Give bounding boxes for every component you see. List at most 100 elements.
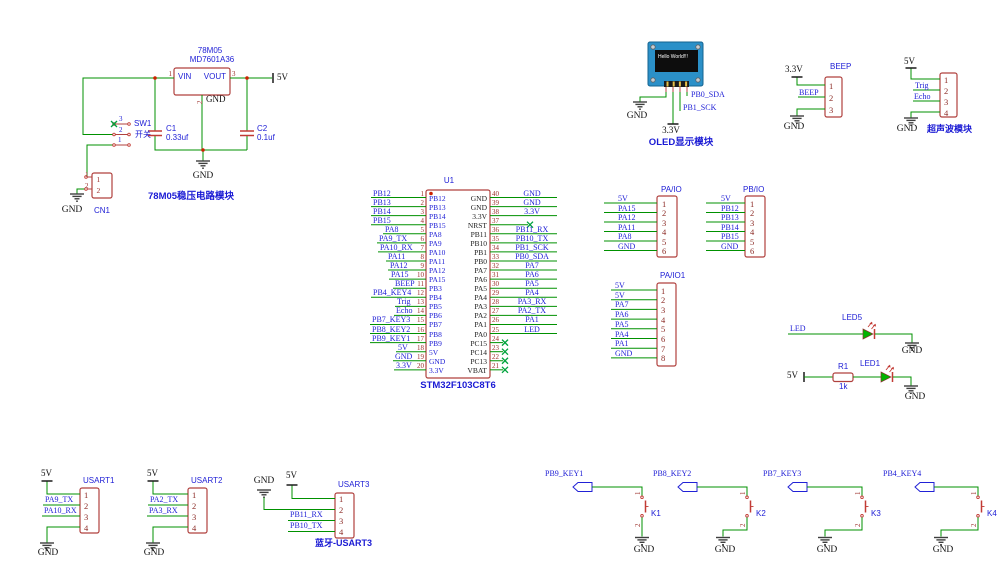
wire <box>152 481 188 495</box>
usart-title: USART1 <box>83 476 115 485</box>
net-label: Trig <box>915 81 929 90</box>
mcu-pin-name: PB14 <box>429 211 446 221</box>
screw-icon <box>695 44 701 50</box>
pin-end <box>745 495 749 500</box>
mcu-pin-name: PB12 <box>429 193 446 203</box>
pin-number: 1 <box>750 198 755 209</box>
net-label: BEEP <box>395 279 415 289</box>
mcu-body <box>425 189 491 379</box>
pin-number: 5 <box>420 225 425 234</box>
mcu-pin-name: PA15 <box>429 275 446 285</box>
mcu-part-number: STM32F103C8T6 <box>420 380 496 391</box>
wire <box>291 485 335 499</box>
net-label: PB14 <box>373 206 391 216</box>
net-label: PB10_TX <box>515 233 549 243</box>
regulator-pin-gnd: GND <box>206 94 226 104</box>
key-designator: K2 <box>756 509 766 518</box>
wire <box>722 517 748 537</box>
no-connect-x <box>526 221 534 229</box>
oled-screen-text: Hello World!!! <box>658 54 688 60</box>
pin-number: 6 <box>420 234 425 243</box>
pin-number: 2 <box>420 198 425 207</box>
net-label: PA2_TX <box>150 495 179 504</box>
mcu-pin-name: PC15 <box>470 338 487 348</box>
power-3v3-label: 3.3V <box>662 125 680 135</box>
mcu-pin-name: PB9 <box>429 338 442 348</box>
pin-number: 28 <box>492 298 499 307</box>
net-label: 5V <box>615 281 625 290</box>
pin-number: 5 <box>662 236 667 247</box>
net-label: 3.3V <box>396 360 412 370</box>
pin-number: 25 <box>492 325 499 334</box>
mcu-pin-name: 3.3V <box>429 365 444 375</box>
header-title: PA/IO1 <box>660 271 686 280</box>
pin-number: 2 <box>662 208 667 218</box>
net-label: PA3_RX <box>517 297 547 307</box>
pin-number: 3 <box>662 217 667 228</box>
pin-end <box>84 187 88 191</box>
ultrasonic-connector <box>939 72 958 118</box>
pin-number: 24 <box>492 334 499 343</box>
led5-designator: LED5 <box>842 313 863 322</box>
gnd-label: GND <box>896 124 918 134</box>
wire <box>263 497 335 510</box>
beep-title: BEEP <box>830 62 852 71</box>
mcu-pin-name: PB6 <box>429 311 442 321</box>
wire <box>76 188 86 194</box>
screw-icon <box>695 77 701 83</box>
net-label: GND <box>618 241 636 251</box>
pin-end <box>745 514 749 518</box>
oled-screen <box>655 50 698 72</box>
net-label: LED <box>790 324 806 333</box>
net-label: PB13 <box>721 213 739 222</box>
pin-end <box>127 122 131 126</box>
regulator-part-number: MD7601A36 <box>189 55 235 64</box>
pin-number: 2 <box>84 500 89 511</box>
gnd-label: GND <box>192 171 214 181</box>
junction-dot <box>201 148 205 152</box>
pin-end <box>860 514 864 518</box>
wire <box>824 517 863 537</box>
net-label: GND <box>523 197 541 207</box>
net-label: PB4_KEY4 <box>373 288 412 298</box>
pin-number: 3 <box>661 304 666 315</box>
regulator-caption: 78M05稳压电路模块 <box>148 191 235 202</box>
gnd-label: GND <box>633 545 655 555</box>
net-label: PA3_RX <box>149 506 178 515</box>
port-icon <box>677 482 698 492</box>
power-3v3-label: 3.3V <box>785 64 803 74</box>
pin-number: 4 <box>420 216 425 225</box>
net-label: PA7 <box>615 300 629 310</box>
pin-number: 4 <box>84 522 89 533</box>
pin-number: 34 <box>492 243 499 252</box>
wire <box>154 135 247 151</box>
pin-number: 2 <box>634 523 642 528</box>
pin-number: 3 <box>829 104 834 115</box>
net-label: PA5 <box>525 279 539 289</box>
net-label: LED <box>524 324 540 334</box>
mcu-pin-name: PB1 <box>474 247 487 257</box>
wire <box>82 77 155 135</box>
gnd-label: GND <box>932 545 954 555</box>
net-label: PA9_TX <box>379 233 408 243</box>
net-label: PA10_RX <box>44 506 77 515</box>
wire <box>875 333 913 343</box>
pin-number: 8 <box>661 353 666 364</box>
pin-end <box>976 514 980 518</box>
mcu-pin-name: 5V <box>429 347 439 357</box>
usart3-caption: 蓝牙-USART3 <box>315 538 373 548</box>
port-icon <box>914 482 935 492</box>
net-label: PB7_KEY3 <box>372 315 411 325</box>
pin-number: 2 <box>119 126 123 134</box>
pin-number: 4 <box>662 227 667 237</box>
junction-dot <box>245 76 249 80</box>
led-arrow <box>887 365 891 368</box>
pin-number: 5 <box>750 236 755 247</box>
pin-number: 9 <box>420 262 425 271</box>
mcu-pin-name: GND <box>470 202 487 212</box>
gnd-label: GND <box>901 346 923 356</box>
net-label: GND <box>523 188 541 198</box>
net-label: PB11_RX <box>290 510 323 519</box>
power-5v-label: 5V <box>277 72 288 82</box>
c2-designator: C2 <box>257 124 268 133</box>
